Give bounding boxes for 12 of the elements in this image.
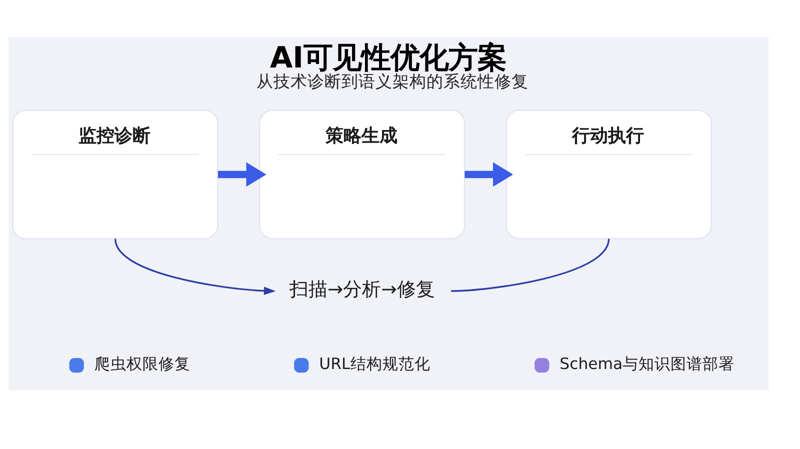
- legend-label: 爬虫权限修复: [94, 353, 190, 372]
- node-box: 行动执行: [506, 109, 712, 239]
- legend-label: Schema与知识图谱部署: [560, 353, 735, 372]
- connector: [450, 238, 610, 292]
- arrow: [218, 162, 266, 186]
- legend-label: URL结构规范化: [319, 353, 430, 372]
- diagram-title: AI可见性优化方案: [270, 40, 507, 74]
- node-box: 策略生成: [258, 109, 466, 239]
- node-box: 监控诊断: [12, 109, 218, 239]
- node-text: 扫描→分析→修复: [289, 279, 435, 300]
- arrow: [464, 162, 514, 186]
- arrow: [114, 238, 276, 294]
